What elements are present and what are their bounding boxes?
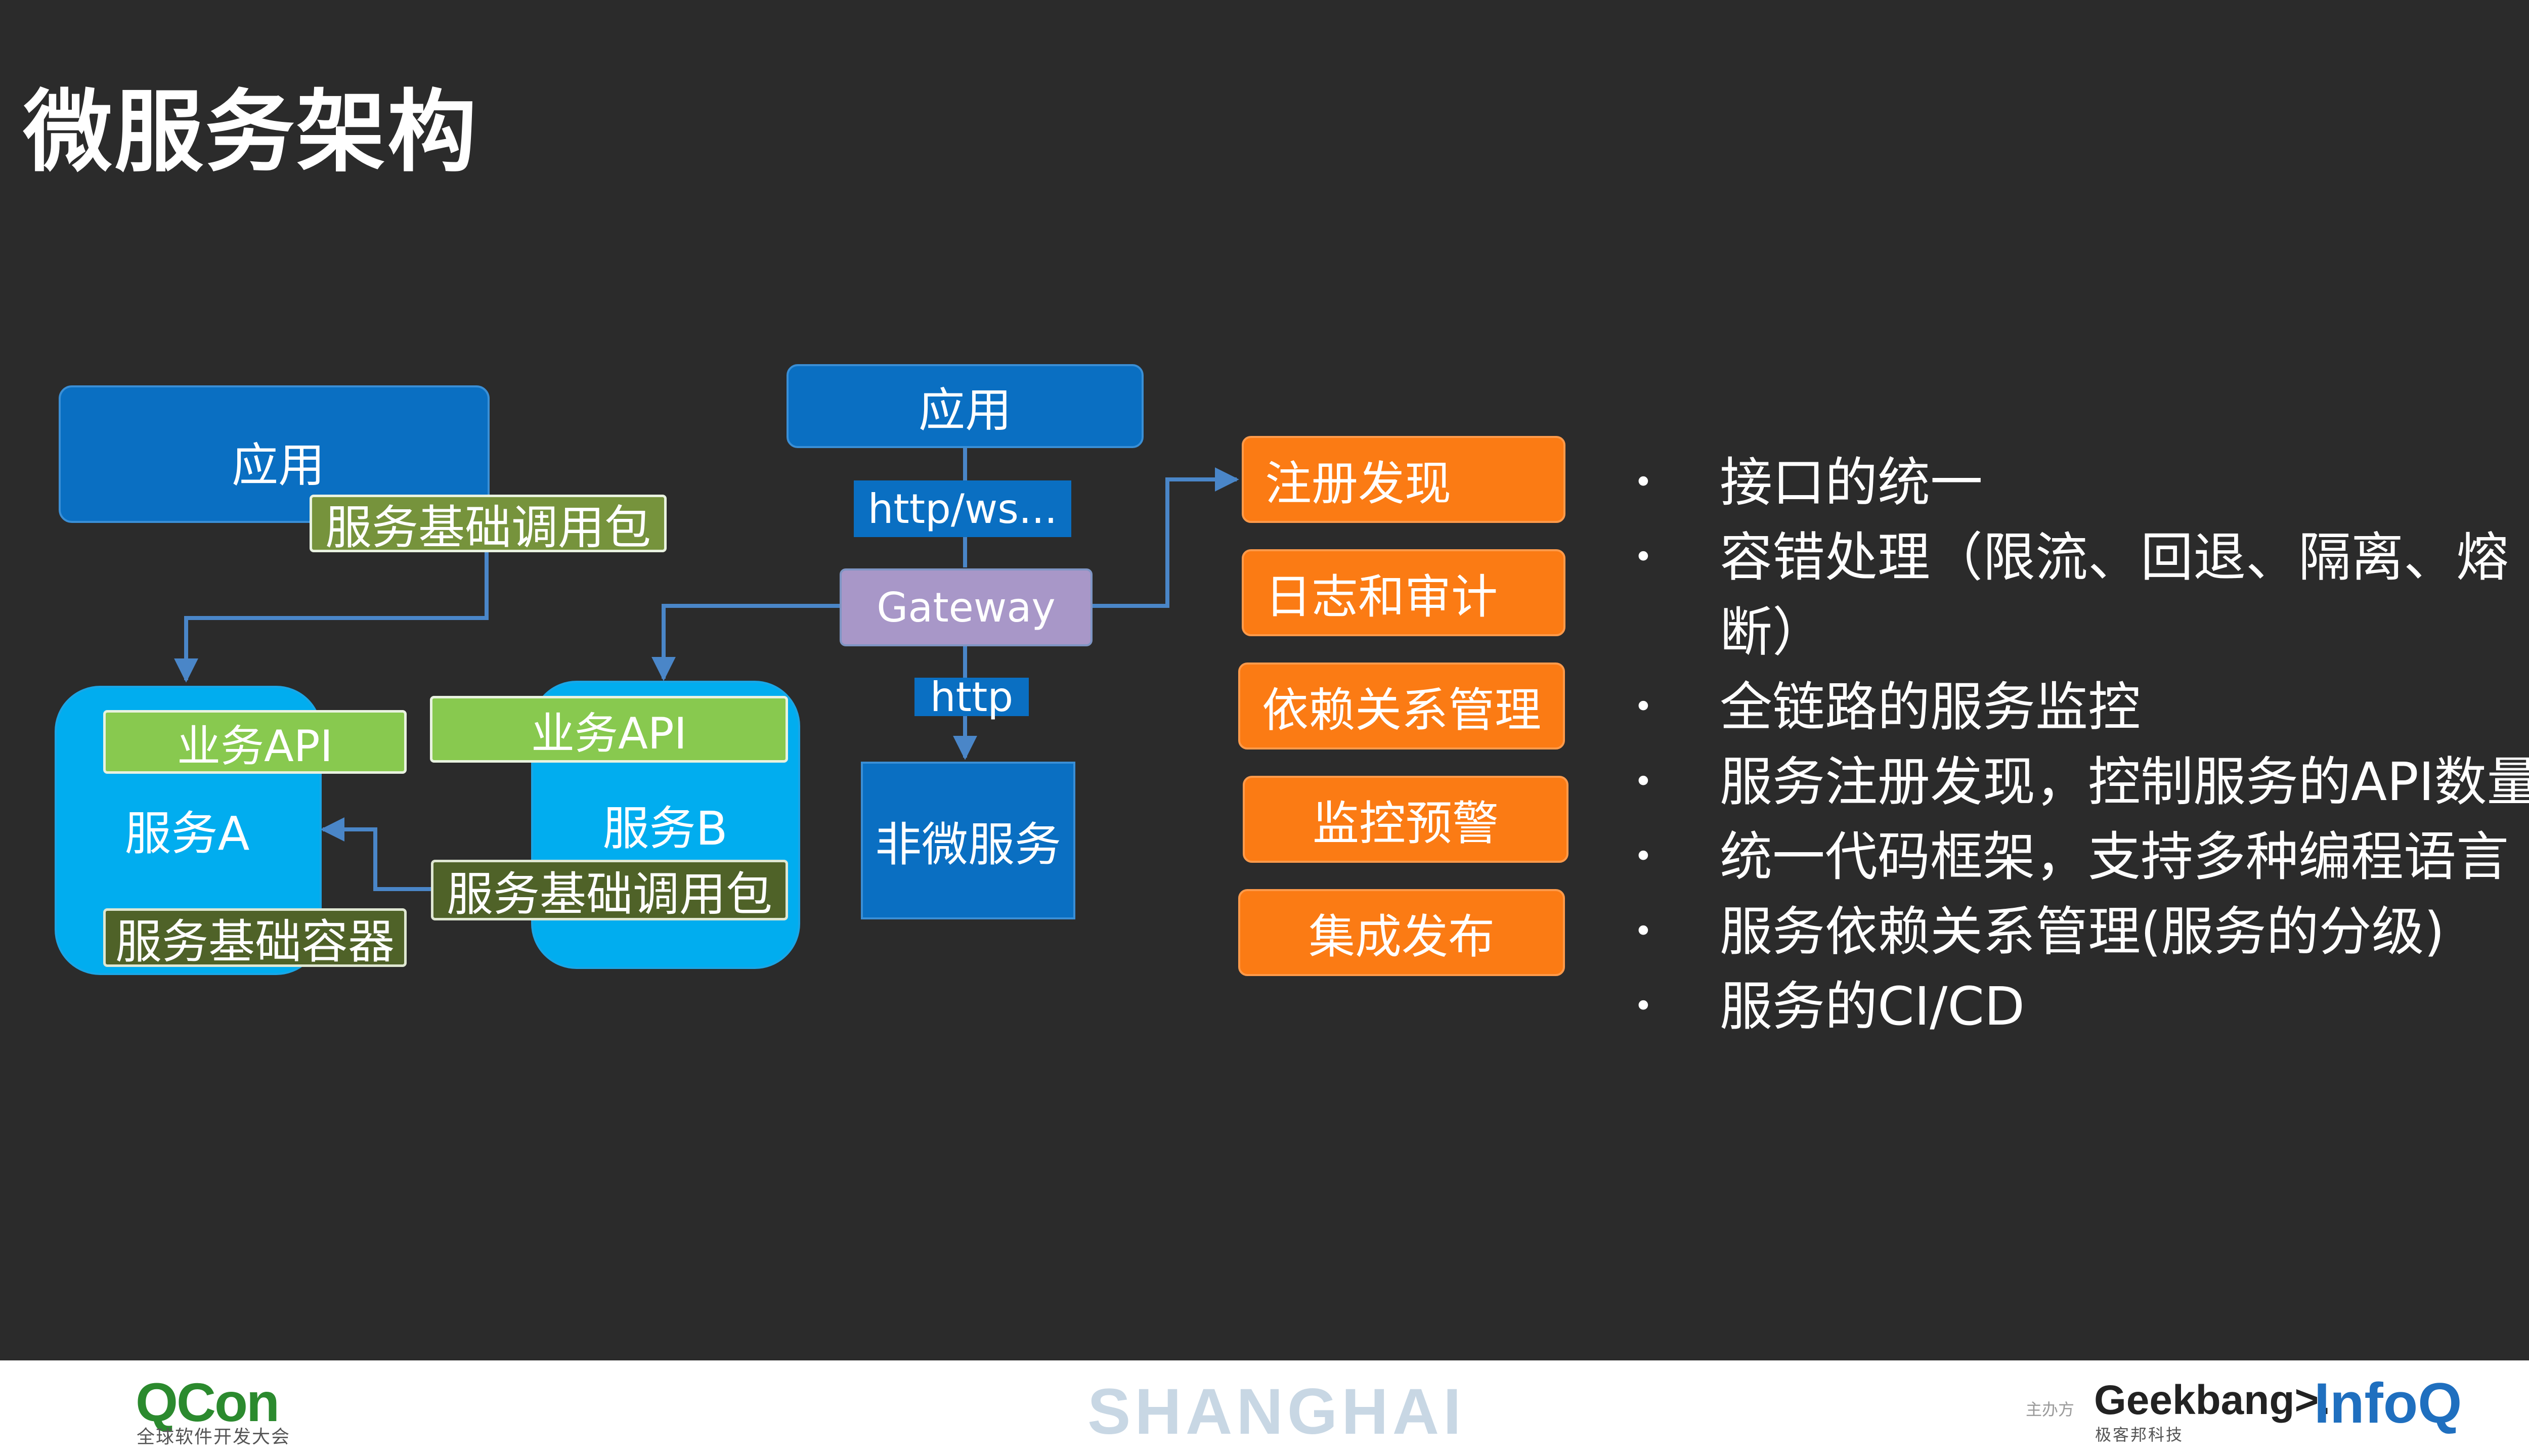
gateway-label: Gateway	[877, 584, 1056, 631]
capability-logging-audit: 日志和审计	[1242, 549, 1565, 636]
bullet-text: 容错处理（限流、回退、隔离、熔断）	[1720, 526, 2509, 663]
bullet-text: 全链路的服务监控	[1720, 676, 2141, 738]
bullet-text: 统一代码框架，支持多种编程语言	[1720, 826, 2509, 888]
service-a-name: 服务A	[101, 799, 273, 861]
http-label-box: http	[914, 674, 1029, 721]
connector-service-b-to-service-a	[320, 817, 432, 891]
capability-monitoring-alerts: 监控预警	[1243, 776, 1568, 863]
bullet-dot: •	[1634, 539, 1653, 576]
bullet-item: • 服务注册发现，控制服务的API数量	[1634, 744, 2529, 819]
center-app-label: 应用	[918, 383, 1012, 437]
connector-gateway-to-service-b	[651, 604, 841, 681]
geekbang-logo: Geekbang>.	[2094, 1377, 2331, 1423]
capability-label: 监控预警	[1312, 796, 1499, 851]
capability-label: 集成发布	[1308, 909, 1495, 964]
capability-register-discovery: 注册发现	[1242, 436, 1565, 523]
bullet-text: 服务注册发现，控制服务的API数量	[1720, 751, 2529, 813]
service-b-api: 业务API	[430, 696, 788, 763]
bullet-dot: •	[1634, 464, 1653, 501]
sponsor-label: 主办方	[2026, 1400, 2075, 1419]
city-label: SHANGHAI	[1087, 1376, 1465, 1448]
service-b-name: 服务B	[582, 794, 749, 856]
bullet-dot: •	[1634, 838, 1653, 875]
bullet-dot: •	[1634, 688, 1653, 726]
bullet-dot: •	[1634, 763, 1653, 801]
service-b-sdk: 服务基础调用包	[431, 860, 788, 921]
geekbang-subtitle: 极客邦科技	[2095, 1425, 2184, 1444]
left-sdk-label: 服务基础调用包	[325, 500, 651, 555]
bullet-item: • 接口的统一	[1634, 445, 2529, 520]
bullet-text: 服务的CI/CD	[1720, 976, 2025, 1037]
bullet-list: • 接口的统一 • 容错处理（限流、回退、隔离、熔断） • 全链路的服务监控 •…	[1634, 445, 2529, 1044]
bullet-text: 接口的统一	[1720, 452, 1983, 513]
http-ws-label: http/ws...	[867, 485, 1058, 533]
qcon-subtitle: 全球软件开发大会	[137, 1427, 291, 1447]
bullet-item: • 全链路的服务监控	[1634, 670, 2529, 744]
service-a-api-label: 业务API	[177, 721, 333, 772]
slide-title: 微服务架构	[23, 80, 479, 184]
bullet-text: 服务依赖关系管理(服务的分级)	[1720, 901, 2445, 962]
bullet-dot: •	[1634, 913, 1653, 950]
capability-dependency-mgmt: 依赖关系管理	[1238, 663, 1565, 749]
bullet-item: • 服务的CI/CD	[1634, 969, 2529, 1044]
service-b-api-label: 业务API	[531, 708, 687, 759]
capability-label: 日志和审计	[1265, 569, 1498, 624]
connector-gateway-to-capabilities	[1092, 467, 1239, 608]
bullet-item: • 统一代码框架，支持多种编程语言	[1634, 819, 2529, 894]
service-a-container-label: 服务基础容器	[115, 914, 395, 969]
gateway-box: Gateway	[840, 568, 1093, 646]
non-micro-label: 非微服务	[875, 817, 1061, 872]
infoq-logo: InfoQ	[2314, 1372, 2462, 1435]
left-sdk-box: 服务基础调用包	[310, 495, 667, 555]
service-a-container: 服务基础容器	[103, 908, 407, 969]
bullet-item: • 容错处理（限流、回退、隔离、熔断）	[1634, 520, 2529, 670]
capability-label: 依赖关系管理	[1261, 683, 1541, 737]
service-b-name-label: 服务B	[602, 801, 728, 856]
left-app-label: 应用	[232, 438, 325, 493]
connector-sdk-to-service-a	[174, 551, 489, 683]
footer-bar	[0, 1360, 2529, 1456]
non-micro-box: 非微服务	[861, 762, 1075, 919]
capability-integration-release: 集成发布	[1238, 889, 1565, 976]
http-label: http	[930, 673, 1014, 721]
http-ws-label-box: http/ws...	[854, 480, 1071, 537]
center-app-box: 应用	[787, 364, 1144, 448]
capability-label: 注册发现	[1265, 456, 1452, 511]
service-a-name-label: 服务A	[124, 806, 250, 861]
service-a-api: 业务API	[103, 710, 407, 774]
service-b-sdk-label: 服务基础调用包	[446, 867, 772, 921]
bullet-item: • 服务依赖关系管理(服务的分级)	[1634, 894, 2529, 969]
bullet-dot: •	[1634, 988, 1653, 1025]
qcon-logo: QCon	[136, 1372, 280, 1433]
